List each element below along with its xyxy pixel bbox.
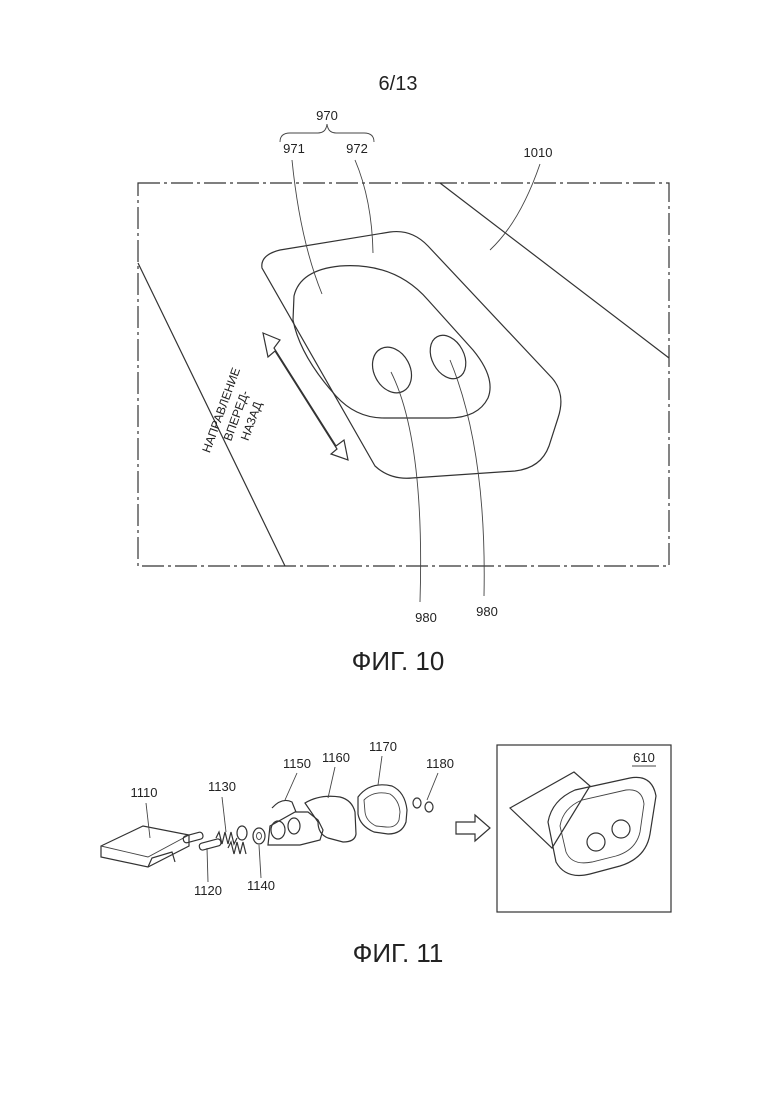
part-1110-top [101,835,189,857]
ref-980-right: 980 [476,604,498,619]
leader-971 [292,160,322,294]
hole-980-left [365,340,419,399]
ref-1180: 1180 [426,756,454,771]
part-1130-washer [237,826,247,840]
ref-1010: 1010 [524,145,553,160]
pad-inner-cushion [293,266,490,418]
caption-fig-10: ФИГ. 10 [352,646,445,676]
part-1180-washer-1 [413,798,421,808]
ref-610: 610 [633,750,655,765]
assembled-bracket [510,772,590,848]
part-1150-boss-1 [271,821,285,839]
assembled-hole-1 [587,833,605,851]
leader-1120 [207,848,208,882]
ref-1160: 1160 [322,750,350,765]
leader-972 [355,160,373,253]
assembled-view-frame [497,745,671,912]
leader-980-left [391,372,421,602]
surface-edge-top [440,183,669,358]
leader-1140 [259,845,261,878]
brace-970 [280,124,374,142]
part-1140-bushing-hole [257,833,262,840]
ref-970: 970 [316,108,338,123]
assembled-pad [548,777,656,875]
page-number: 6/13 [379,73,418,95]
leader-980-right [450,360,484,596]
leader-1170 [378,756,382,785]
ref-1130: 1130 [208,779,236,794]
leader-1110 [146,803,150,838]
assembled-hole-2 [612,820,630,838]
leader-1160 [328,767,335,798]
leader-1180 [427,773,438,800]
part-1150-arm [272,800,296,812]
leader-1010 [490,164,540,250]
ref-980-left: 980 [415,610,437,625]
part-1130-spring-1 [216,832,237,844]
part-1150-boss-2 [288,818,300,834]
ref-1120: 1120 [194,883,222,898]
leader-1150 [285,773,297,800]
figure-10: НАПРАВЛЕНИЕ ВПЕРЕД- НАЗАД 970 971 972 10… [138,108,669,676]
part-1140-bushing [253,828,265,844]
part-1170-frame-inner [364,793,400,827]
part-1120-pin-2 [183,832,204,844]
part-1160-cushion [305,796,356,842]
ref-1150: 1150 [283,756,311,771]
figure-11: 1110 1120 1130 1140 1150 1160 1170 1180 … [101,739,671,968]
ref-1140: 1140 [247,878,275,893]
part-1180-washer-2 [425,802,433,812]
assembled-pad-inner [560,790,644,863]
ref-971: 971 [283,141,305,156]
caption-fig-11: ФИГ. 11 [353,938,444,968]
assembly-arrow [456,815,490,841]
hole-980-right [423,329,473,385]
part-1110-bracket [101,826,189,867]
fig10-frame [138,183,669,566]
direction-label: НАПРАВЛЕНИЕ ВПЕРЕД- НАЗАД [199,366,273,466]
ref-1170: 1170 [369,739,397,754]
ref-972: 972 [346,141,368,156]
part-1120-pin [199,838,222,850]
leader-1130 [222,797,226,832]
ref-1110: 1110 [131,785,158,800]
part-1130-spring-2 [228,842,246,854]
